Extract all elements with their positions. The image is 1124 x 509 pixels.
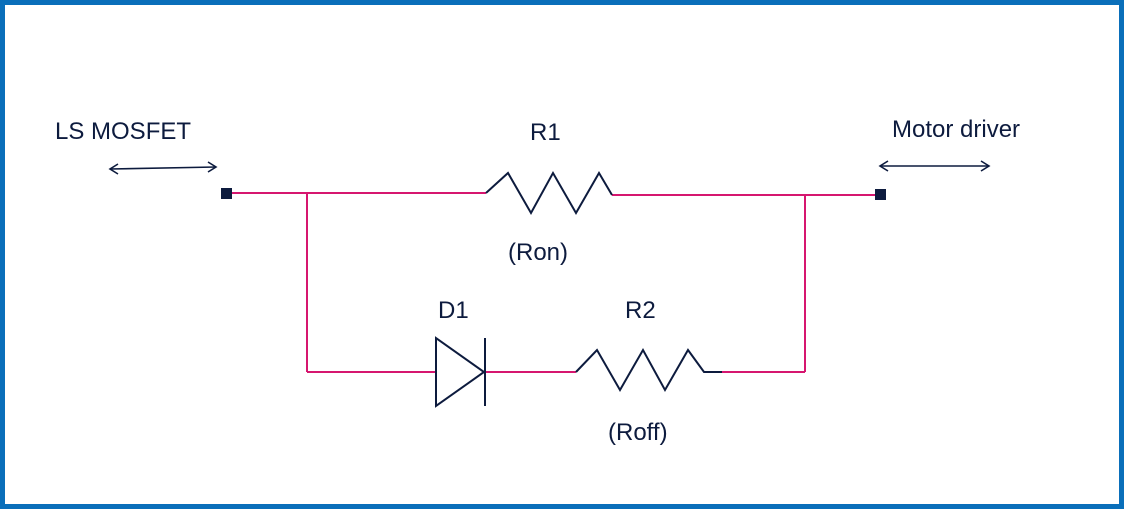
- label-left-port: LS MOSFET: [55, 118, 191, 145]
- label-r1: R1: [530, 119, 561, 146]
- double-arrow-right-icon: [878, 160, 991, 172]
- terminal-right: [875, 189, 886, 200]
- label-d1: D1: [438, 297, 469, 324]
- label-r1-note: (Ron): [508, 239, 568, 266]
- double-arrow-left-icon: [108, 161, 218, 175]
- resistor-r2: [575, 347, 722, 393]
- terminal-left: [221, 188, 232, 199]
- diode-triangle: [435, 336, 486, 408]
- wires: [226, 192, 880, 373]
- label-right-port: Motor driver: [892, 116, 1020, 143]
- diode-d1: [435, 336, 486, 408]
- resistor-r1: [485, 170, 613, 216]
- label-r2-note: (Roff): [608, 419, 668, 446]
- label-r2: R2: [625, 297, 656, 324]
